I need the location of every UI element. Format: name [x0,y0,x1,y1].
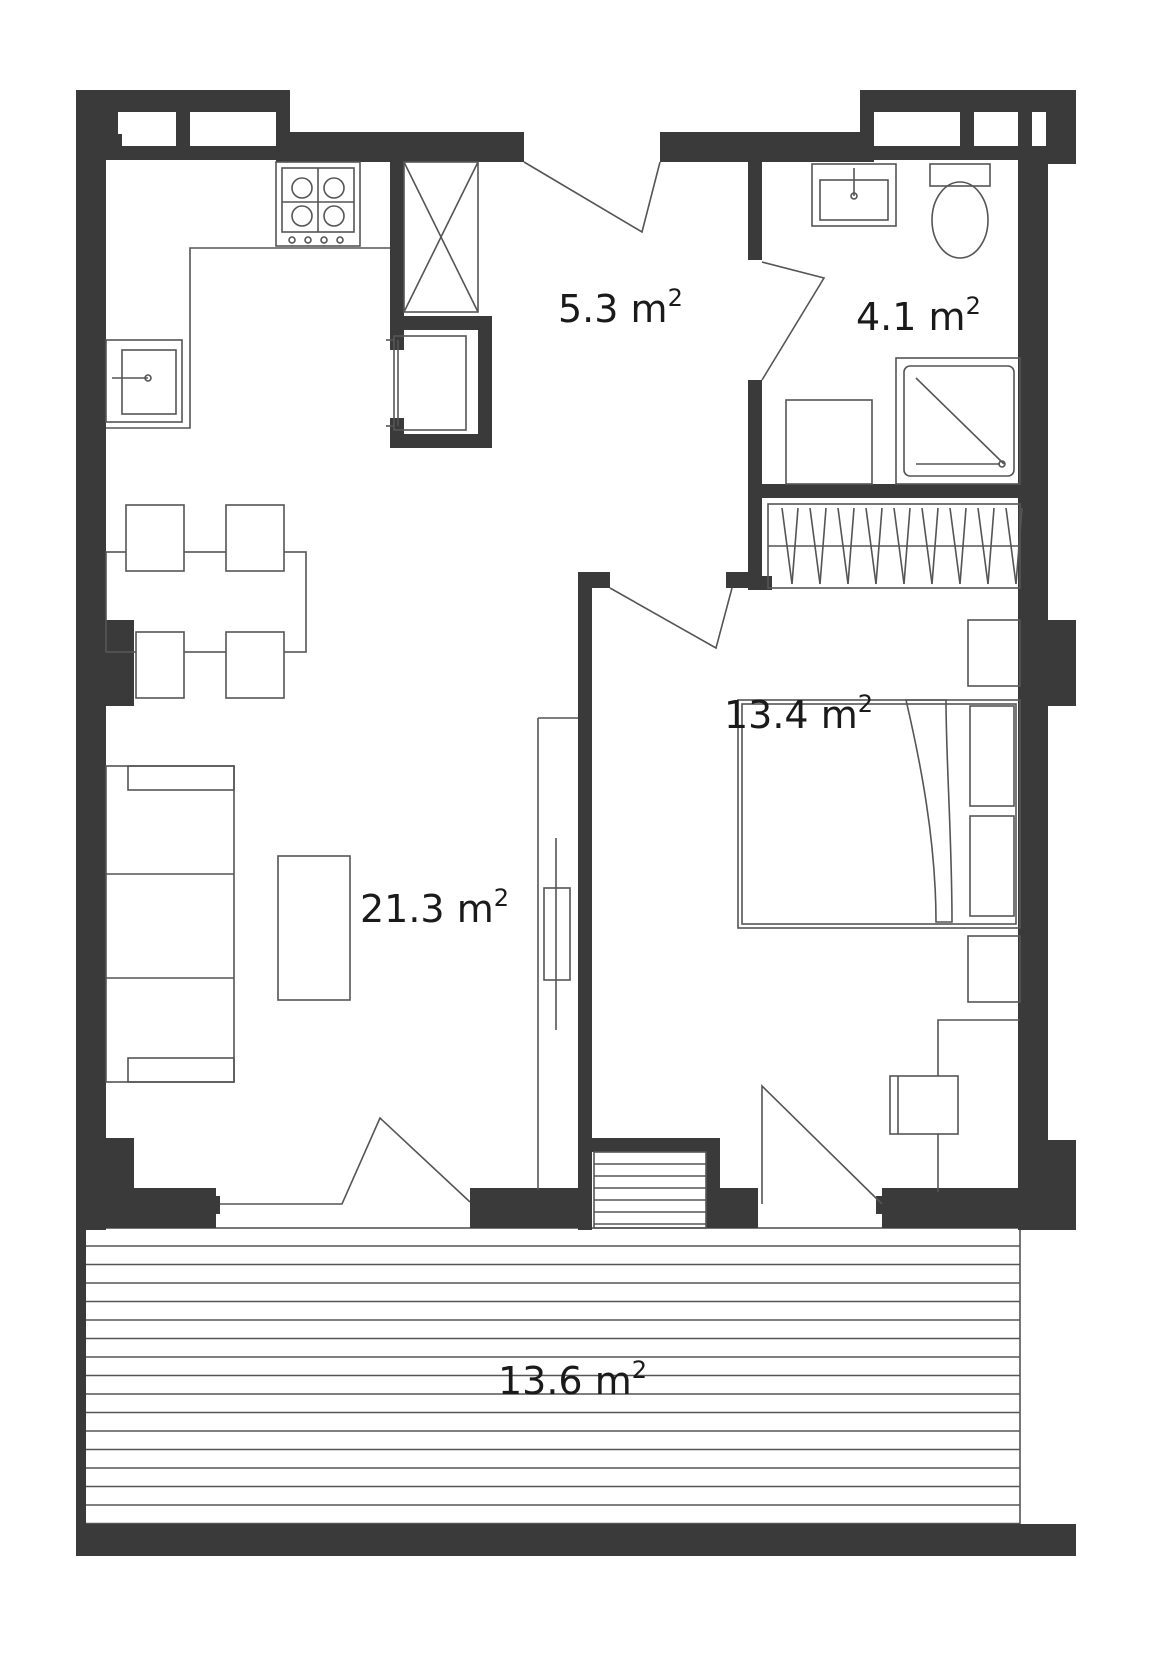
hall-area-label: 5.3 m2 [558,284,683,331]
terrace-deck [79,1227,1021,1529]
sofa-icon [105,765,235,1083]
toilet-icon [929,163,991,259]
hanger-line [959,507,967,585]
hanger-line [893,507,905,585]
stove-icon [275,161,361,247]
bathroom-area-label: 4.1 m2 [856,292,981,339]
shower-icon [895,357,1021,485]
hanger-line [1005,507,1017,585]
hanger-line [837,507,849,585]
hanger-line [847,507,855,585]
hanger-line [791,507,799,585]
hanger-line [949,507,961,585]
fridge-icon [386,335,467,431]
hanger-line [977,507,989,585]
hanger-line [931,507,939,585]
nightstand-top-icon [967,619,1021,687]
terrace-area-label: 13.6 m2 [498,1356,647,1403]
hanger-line [987,507,995,585]
bed-icon [737,699,1021,929]
coffee-table-icon [277,855,351,1001]
hanger-line [875,507,883,585]
hanger-line [819,507,827,585]
fixtures [105,161,1023,1229]
living-area-label: 21.3 m2 [360,884,509,931]
sliding-door-icon [537,717,578,1190]
area-labels: 5.3 m2 4.1 m2 13.4 m2 21.3 m2 13.6 m2 [360,284,981,1403]
bath-sink-icon [811,163,897,227]
outer-walls [76,90,1076,1556]
hanger-line [781,507,793,585]
hanger-line [903,507,911,585]
washer-icon [785,399,873,485]
desk-icon [889,1019,1020,1192]
entry-steps-icon [593,1151,707,1229]
hanger-line [865,507,877,585]
nightstand-bottom-icon [967,935,1021,1003]
kitchen-sink-icon [105,339,183,423]
doors [220,161,883,1205]
dining-table-icon [105,504,307,699]
hanger-line [1015,507,1023,585]
bedroom-area-label: 13.4 m2 [724,690,873,737]
hanger-line [809,507,821,585]
pantry-icon [403,161,479,313]
interior-walls [390,160,1020,1230]
wardrobe-icon [767,503,1023,589]
hanger-line [921,507,933,585]
